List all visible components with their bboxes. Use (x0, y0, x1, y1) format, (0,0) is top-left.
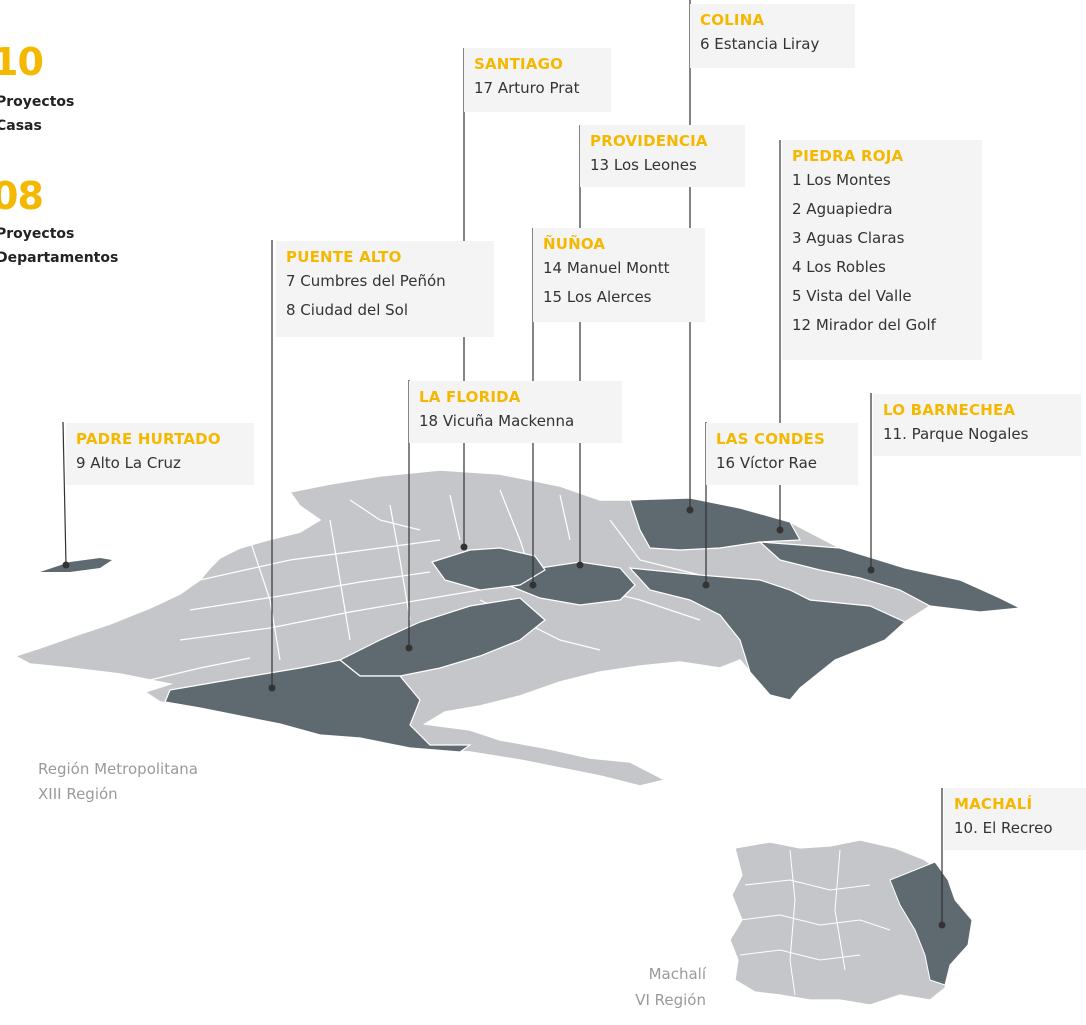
highlighted-communes (164, 497, 1023, 753)
santiago-region (431, 547, 546, 591)
callout-title: ÑUÑOA (543, 235, 606, 253)
callout-title: LO BARNECHEA (883, 401, 1016, 419)
callout-lo-barnechea: LO BARNECHEA 11. Parque Nogales (873, 394, 1081, 456)
region-machali-label: Machalí (648, 965, 706, 983)
project-item: 11. Parque Nogales (883, 425, 1029, 443)
casas-label-line1: Proyectos (0, 94, 75, 110)
departamentos-label-line2: Departamentos (0, 250, 119, 266)
callout-title: MACHALÍ (954, 795, 1033, 813)
leader-dots (62, 506, 946, 929)
callout-santiago: SANTIAGO 17 Arturo Prat (464, 48, 611, 112)
region-machali-sublabel: VI Región (635, 991, 706, 1009)
callout-title: COLINA (700, 11, 765, 29)
machali-internal-borders (739, 849, 891, 996)
puente-alto-region (164, 659, 472, 753)
departamentos-count: 08 (0, 174, 44, 218)
departamentos-label-line1: Proyectos (0, 226, 75, 242)
callout-machali: MACHALÍ 10. El Recreo (944, 788, 1086, 850)
callout-puente-alto: PUENTE ALTO 7 Cumbres del Peñón 8 Ciudad… (276, 241, 494, 337)
project-item: 15 Los Alerces (543, 288, 652, 306)
project-item: 16 Víctor Rae (716, 454, 818, 472)
project-item: 8 Ciudad del Sol (286, 301, 409, 319)
project-item: 5 Vista del Valle (792, 287, 912, 305)
callout-nunoa: ÑUÑOA 14 Manuel Montt 15 Los Alerces (533, 228, 705, 322)
region-metropolitana-sublabel: XIII Región (38, 785, 118, 803)
machali-highlight-region (889, 861, 973, 986)
callout-title: LAS CONDES (716, 430, 826, 448)
padre-hurtado-region (40, 558, 112, 572)
project-item: 2 Aguapiedra (792, 200, 893, 218)
callout-colina: COLINA 6 Estancia Liray (690, 4, 855, 68)
project-item: 9 Alto La Cruz (76, 454, 181, 472)
callout-title: SANTIAGO (474, 55, 564, 73)
project-item: 3 Aguas Claras (792, 229, 905, 247)
callout-title: LA FLORIDA (419, 388, 521, 406)
project-item: 17 Arturo Prat (474, 79, 580, 97)
callout-la-florida: LA FLORIDA 18 Vicuña Mackenna (409, 381, 622, 443)
project-item: 18 Vicuña Mackenna (419, 412, 575, 430)
casas-label-line2: Casas (0, 118, 42, 134)
project-item: 6 Estancia Liray (700, 35, 820, 53)
callout-title: PUENTE ALTO (286, 248, 402, 266)
project-item: 13 Los Leones (590, 156, 697, 174)
callout-piedra-roja: PIEDRA ROJA 1 Los Montes 2 Aguapiedra 3 … (782, 140, 982, 360)
callout-providencia: PROVIDENCIA 13 Los Leones (580, 125, 745, 187)
las-condes-region (628, 567, 907, 701)
callout-title: PIEDRA ROJA (792, 147, 904, 165)
callout-padre-hurtado: PADRE HURTADO 9 Alto La Cruz (66, 423, 254, 485)
project-item: 12 Mirador del Golf (792, 316, 936, 334)
callout-title: PADRE HURTADO (76, 430, 221, 448)
project-item: 10. El Recreo (954, 819, 1053, 837)
project-item: 1 Los Montes (792, 171, 891, 189)
callout-las-condes: LAS CONDES 16 Víctor Rae (706, 423, 858, 485)
project-item: 7 Cumbres del Peñón (286, 272, 446, 290)
casas-count: 10 (0, 40, 44, 84)
lo-barnechea-region (758, 541, 1023, 613)
region-metropolitana-label: Región Metropolitana (38, 760, 198, 778)
callout-title: PROVIDENCIA (590, 132, 708, 150)
project-item: 14 Manuel Montt (543, 259, 670, 277)
project-item: 4 Los Robles (792, 258, 886, 276)
